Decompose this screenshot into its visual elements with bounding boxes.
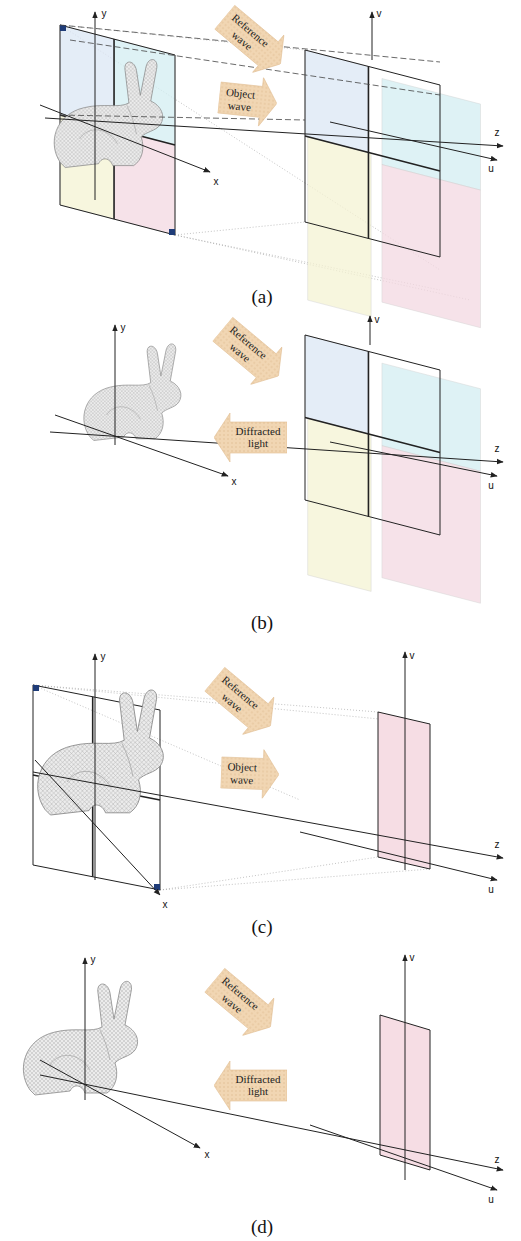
axis-label: v [377,9,382,19]
wave-arrow: Diffracted light [214,413,287,462]
plane-frame [305,50,440,257]
projection-line [60,115,305,120]
axis-label: z [495,840,500,850]
axis-label: y [121,323,126,333]
projection-line [160,857,378,890]
axis-label: u [488,481,494,491]
projection-line [175,222,305,235]
axis-label: z [495,444,500,454]
axis-line [85,958,86,1100]
axis-label: v [375,315,380,325]
wave-arrow: Reference wave [208,0,295,82]
arrow-label: Diffracted light [230,425,286,449]
axis-line [95,654,96,880]
hologram-plane [378,712,430,869]
arrow-label: Reference wave [207,670,265,725]
axis-label: x [214,177,219,187]
panel-caption: (b) [251,613,273,632]
axis-label: y [101,652,106,662]
arrow-label: Reference wave [217,8,275,63]
axis-line [370,316,371,345]
plane-quadrant [305,335,368,434]
axis-line [300,832,497,880]
axis-line [405,652,406,870]
axis-label: x [205,1150,210,1160]
projection-line [160,869,430,890]
wave-arrow: Object wave [220,748,280,799]
axis-line [330,122,497,160]
panel-caption: (d) [251,1217,273,1236]
axis-line [115,325,116,445]
arrow-label: Object wave [222,760,263,786]
plane-frame [305,335,440,535]
axis-line [330,442,497,476]
axis-line [45,118,503,146]
axis-label: v [410,651,415,661]
axis-label: x [232,477,237,487]
axis-label: u [488,164,494,174]
axis-line [95,12,96,200]
panel-caption: (c) [251,917,272,936]
arrow-label: Object wave [219,85,261,113]
wave-arrow: Reference wave [206,310,293,394]
bunny-model [84,344,181,441]
axis-label: v [410,953,415,963]
axis-line [55,415,228,476]
arrow-label: Reference wave [215,320,273,375]
corner-marker [33,685,39,691]
axis-label: y [102,9,107,19]
bunny-model [54,60,163,168]
axis-label: y [91,955,96,965]
arrow-label: Diffracted light [230,1073,286,1097]
bunny-model [23,981,137,1095]
axis-label: z [495,1155,500,1165]
wave-arrow: Reference wave [198,961,285,1045]
axis-label: x [163,900,168,910]
axis-line [35,760,160,895]
axis-line [40,1060,200,1148]
axis-label: u [488,1195,494,1205]
axis-label: z [495,128,500,138]
arrow-label: Reference wave [207,971,265,1026]
wave-arrow: Object wave [217,73,280,128]
wave-arrow: Reference wave [198,660,285,744]
projection-line [33,685,378,712]
bunny-model [38,690,164,815]
panel-caption: (a) [251,287,272,306]
axis-line [372,12,373,60]
plane-frame [378,712,430,869]
plane-quadrant [308,137,371,317]
axis-line [405,955,406,1180]
wave-arrow: Diffracted light [214,1061,287,1110]
axis-line [310,1125,497,1190]
plane-cross [305,418,440,453]
axis-label: u [488,885,494,895]
corner-marker [60,25,66,31]
corner-marker [169,229,175,235]
